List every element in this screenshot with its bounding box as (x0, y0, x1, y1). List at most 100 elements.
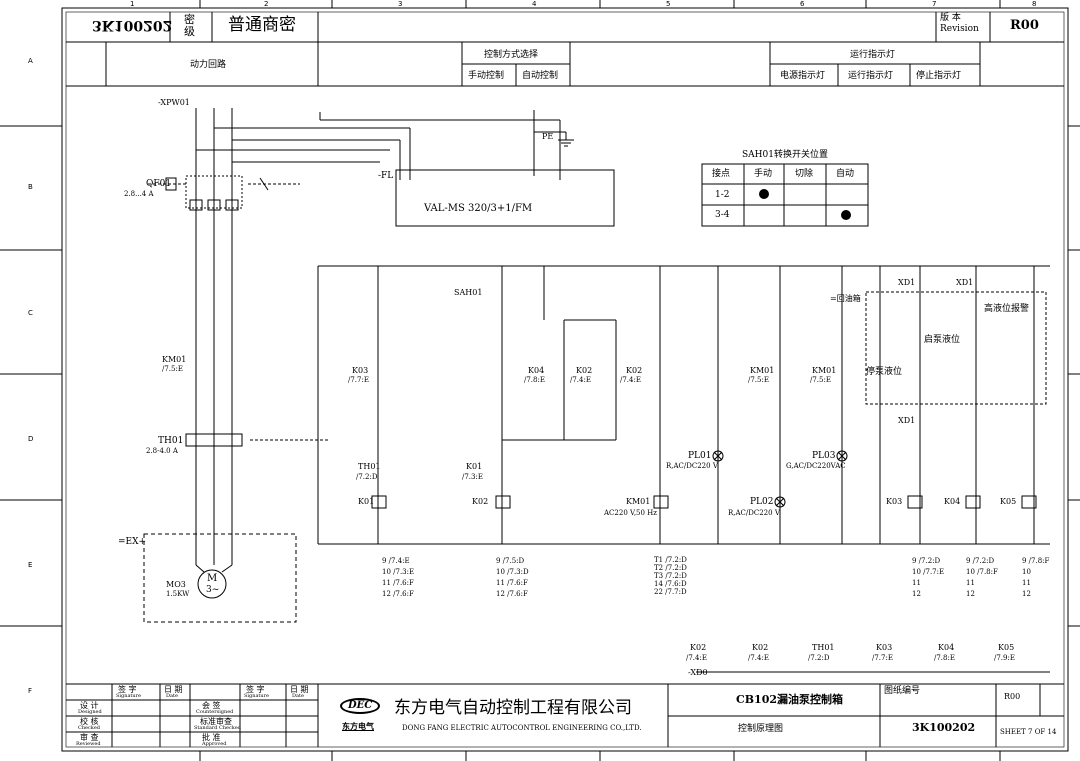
km01-coil-spec: AC220 V,50 Hz (604, 509, 657, 517)
company-name-cn: 东方电气自动控制工程有限公司 (394, 698, 632, 718)
row-index-c: C (28, 309, 33, 317)
manual-control-label: 手动控制 (468, 71, 505, 81)
k04-contact-label: K04 (528, 366, 545, 375)
km01-coil-label: KM01 (626, 497, 651, 506)
km01c-label: KM01 (812, 366, 837, 375)
countersign-label-en: Countersigned (196, 709, 234, 715)
k04-bottom-ref: /7.8:E (934, 654, 955, 662)
th01b-label: TH01 (358, 462, 381, 471)
col-index-8: 8 (1032, 0, 1037, 8)
th01b-ref: /7.2:D (356, 473, 378, 481)
row-index-b: B (28, 183, 33, 191)
date-label-2-en: Date (292, 693, 304, 699)
countersign-label: 会 签 (202, 701, 221, 710)
k04-bottom-label: K04 (938, 643, 955, 652)
date-label: 日 期 (164, 685, 183, 694)
qf-label: QF01 (146, 179, 172, 189)
k03-bottom-label: K03 (876, 643, 893, 652)
k01-contact-label: K01 (466, 462, 483, 471)
drawing-no-label: 图纸编号 (884, 686, 921, 696)
company-name-en: DONG FANG ELECTRIC AUTOCONTROL ENGINEERI… (402, 724, 642, 732)
motor-3ph: 3~ (206, 585, 220, 595)
k02b-contact-ref: /7.4:E (620, 376, 641, 384)
k02-contact-label: K02 (576, 366, 593, 375)
check-label-en: Checked (78, 725, 100, 731)
col-index-1: 1 (130, 0, 135, 8)
pl02-label: PL02 (750, 497, 774, 507)
sign-label-en: Signature (116, 693, 142, 699)
sign-label-2: 签 字 (246, 685, 265, 694)
k05-crossref: 9 /7.8:F 10 11 12 (1022, 557, 1050, 598)
col-index-5: 5 (666, 0, 671, 8)
row-index-d: D (28, 435, 34, 443)
k03-bottom-ref: /7.7:E (872, 654, 893, 662)
pl02-spec: R,AC/DC220 V (728, 509, 780, 517)
design-label-en: Designed (78, 709, 102, 715)
km01-crossref: T1 /7.2:D T2 /7.2:D T3 /7.2:D 14 /7.6:D … (654, 556, 687, 596)
k03-crossref: 9 /7.2:D 10 /7.7:E 11 12 (912, 557, 945, 598)
col-index-2: 2 (264, 0, 269, 8)
switch-header-contact: 接点 (712, 169, 731, 179)
pl03-spec: G,AC/DC220VAC (786, 462, 846, 470)
doc-number-mirrored: 3K100202 (92, 17, 173, 33)
switch-header-manual: 手动 (754, 169, 773, 179)
approve-label-en: Approved (202, 741, 227, 747)
k02-contact-ref: /7.4:E (570, 376, 591, 384)
title-revision: R00 (1004, 692, 1021, 701)
switch-row2-contact: 3-4 (715, 210, 730, 220)
km01b-label: KM01 (750, 366, 775, 375)
secret-label: 密 级 (184, 13, 195, 38)
date-label-en: Date (166, 693, 178, 699)
switch-table-title: SAH01转换开关位置 (742, 150, 828, 160)
power-circuit-label: 动力回路 (190, 60, 227, 70)
indicators-label: 运行指示灯 (850, 50, 896, 60)
k01-contact-ref: /7.3:E (462, 473, 483, 481)
stop-level-label: 停泵液位 (866, 367, 903, 377)
k05-coil-label: K05 (1000, 497, 1017, 506)
row-index-f: F (28, 687, 33, 695)
th01-range: 2.8-4.0 A (146, 447, 178, 455)
col-index-4: 4 (532, 0, 537, 8)
km01-ref: /7.5:E (162, 365, 183, 373)
row-index-a: A (28, 57, 33, 65)
k04-crossref: 9 /7.2:D 10 /7.8:F 11 12 (966, 557, 998, 598)
km01-label: KM01 (162, 355, 187, 364)
fl-label: -FL (378, 171, 394, 181)
k05-bottom-ref: /7.9:E (994, 654, 1015, 662)
pl01-label: PL01 (688, 451, 712, 461)
review-label: 审 查 (80, 733, 99, 742)
k02-bottom-label: K02 (690, 643, 707, 652)
k03-contact-label: K03 (352, 366, 369, 375)
k02-bottom-ref: /7.4:E (686, 654, 707, 662)
design-label: 设 计 (80, 701, 99, 710)
sign-label: 签 字 (118, 685, 137, 694)
switch-row1-contact: 1-2 (715, 190, 730, 200)
mo3-power: 1.5KW (166, 590, 190, 598)
revision-value: R00 (1010, 18, 1039, 33)
col-index-6: 6 (800, 0, 805, 8)
th01-label: TH01 (158, 436, 184, 446)
revision-label-en: Revision (940, 24, 979, 34)
xd1-top-label: XD1 (898, 278, 916, 287)
secret-level: 普通商密 (228, 15, 296, 35)
sign-label-2-en: Signature (244, 693, 270, 699)
high-level-alarm-label: 高液位报警 (984, 304, 1030, 314)
ex-label: =EX+ (118, 537, 147, 547)
std-check-label: 标准审查 (200, 717, 232, 726)
xd1-top2-label: XD1 (956, 278, 974, 287)
switch-header-auto: 自动 (836, 169, 855, 179)
approve-label: 批 准 (202, 733, 221, 742)
k05-bottom-label: K05 (998, 643, 1015, 652)
qf-range: 2.8...4 A (124, 190, 154, 198)
review-label-en: Reviewed (76, 741, 101, 747)
row-index-e: E (28, 561, 33, 569)
run-lamp-label: 运行指示灯 (848, 71, 894, 81)
sah01-label: SAH01 (454, 288, 483, 297)
xd0-label: -XD0 (688, 668, 708, 677)
switch-header-off: 切除 (795, 169, 814, 179)
k02-coil-label: K02 (472, 497, 489, 506)
stop-lamp-label: 停止指示灯 (916, 71, 962, 81)
revision-label-cn: 版 本 (940, 13, 961, 23)
sheet-number: SHEET 7 OF 14 (1000, 728, 1057, 736)
